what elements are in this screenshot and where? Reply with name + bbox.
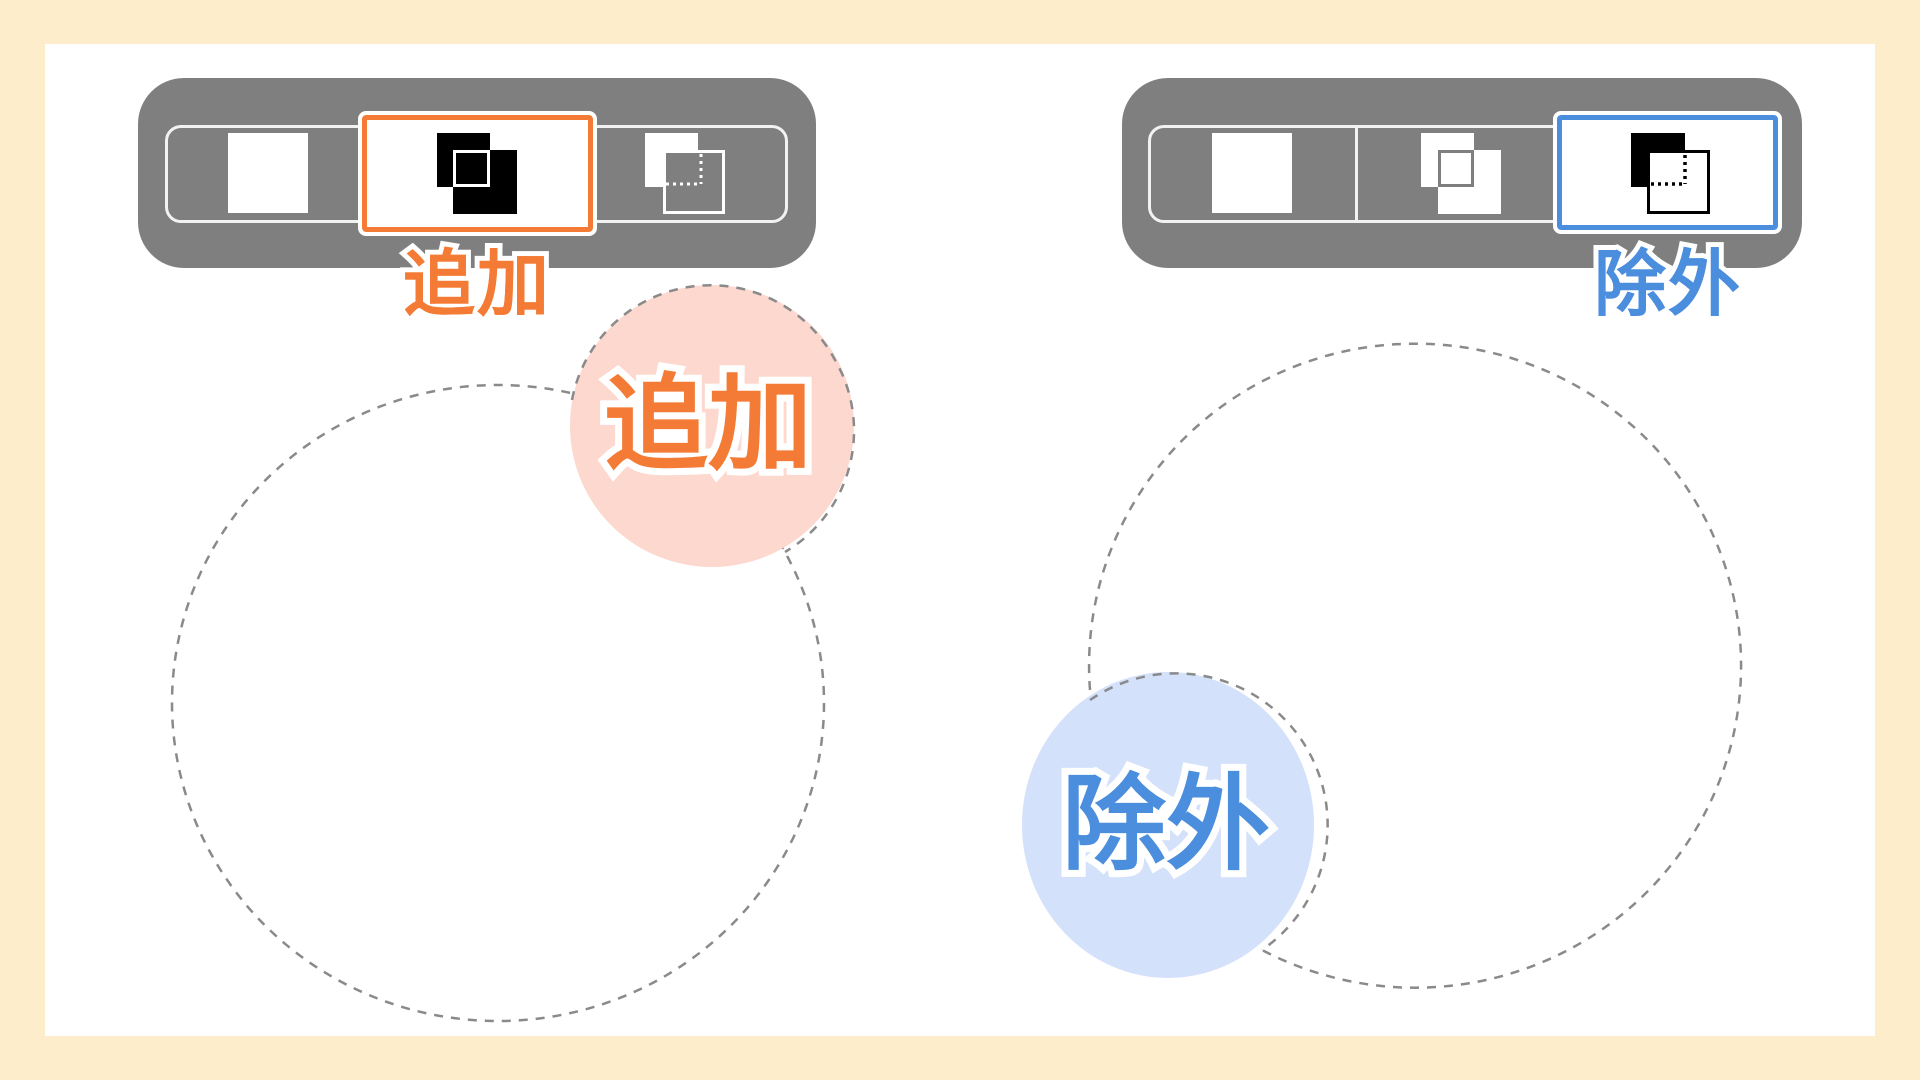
- add-bubble: [570, 285, 854, 567]
- add-bubble-label: 追加 追加: [597, 363, 819, 485]
- left-mode-new-button[interactable]: [168, 128, 360, 220]
- left-mode-subtract-button[interactable]: [597, 128, 785, 220]
- subtract-bubble-label: 除外 除外: [1055, 763, 1277, 885]
- subtract-bubble-label-text: 除外: [1062, 763, 1271, 885]
- right-mode-label: 除外 除外: [1589, 242, 1745, 326]
- right-mode-label-text: 除外: [1594, 242, 1743, 326]
- right-mode-new-button[interactable]: [1151, 128, 1354, 220]
- right-mode-subtract-button[interactable]: [1553, 111, 1782, 234]
- new-selection-icon: [1212, 133, 1292, 213]
- left-mode-label-text: 追加: [403, 242, 552, 326]
- right-mode-label-outline: 除外: [1589, 242, 1745, 326]
- right-mode-divider: [1355, 127, 1358, 221]
- right-mode-add-button[interactable]: [1358, 128, 1554, 220]
- add-bubble-label-text: 追加: [604, 363, 813, 485]
- subtract-bubble: [1022, 672, 1314, 978]
- left-mode-add-button[interactable]: [358, 111, 597, 236]
- new-selection-icon: [228, 133, 308, 213]
- left-mode-label-outline: 追加: [398, 242, 554, 326]
- subtract-bubble-label-outline: 除外: [1055, 763, 1277, 885]
- add-bubble-label-outline: 追加: [597, 363, 819, 485]
- left-mode-label: 追加 追加: [398, 242, 554, 326]
